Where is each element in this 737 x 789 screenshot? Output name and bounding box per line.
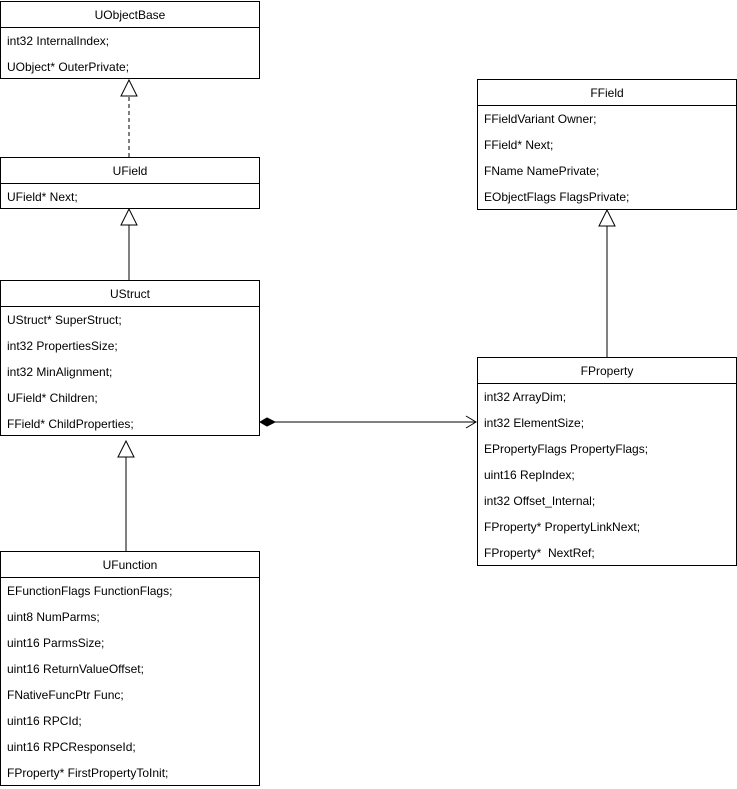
class-name: UObjectBase (1, 2, 259, 28)
class-fproperty[interactable]: FProperty int32 ArrayDim; int32 ElementS… (477, 357, 737, 566)
inheritance-arrowhead-icon (120, 207, 138, 226)
class-field: uint16 RPCId; (7, 714, 82, 728)
class-field: int32 Offset_Internal; (484, 494, 596, 508)
inheritance-arrowhead-icon (598, 208, 616, 227)
composition-diamond-icon (258, 417, 277, 427)
field-list: EFunctionFlags FunctionFlags; uint8 NumP… (1, 578, 259, 786)
class-name: FProperty (478, 358, 736, 384)
class-field: EObjectFlags FlagsPrivate; (484, 190, 630, 204)
class-field: FField* ChildProperties; (7, 417, 134, 431)
field-list: UField* Next; (1, 184, 259, 210)
field-list: int32 InternalIndex; UObject* OuterPriva… (1, 28, 259, 80)
class-field: uint8 NumParms; (7, 610, 100, 624)
class-field: int32 MinAlignment; (7, 365, 113, 379)
class-field: FProperty* FirstPropertyToInit; (7, 766, 169, 780)
open-arrowhead-icon (465, 415, 477, 429)
class-field: EFunctionFlags FunctionFlags; (7, 584, 173, 598)
class-field: FNativeFuncPtr Func; (7, 688, 124, 702)
inheritance-arrowhead-icon (117, 439, 135, 458)
class-field: EPropertyFlags PropertyFlags; (484, 442, 649, 456)
class-field: uint16 ParmsSize; (7, 636, 105, 650)
class-field: FFieldVariant Owner; (484, 112, 597, 126)
class-field: int32 InternalIndex; (7, 34, 110, 48)
class-name: FField (478, 80, 736, 106)
realization-arrowhead-icon (120, 78, 138, 97)
class-field: uint16 RepIndex; (484, 468, 575, 482)
class-field: FName NamePrivate; (484, 164, 600, 178)
class-field: FField* Next; (484, 138, 554, 152)
field-list: FFieldVariant Owner; FField* Next; FName… (478, 106, 736, 210)
class-name: UField (1, 158, 259, 184)
class-field: uint16 RPCResponseId; (7, 740, 136, 754)
class-field: UStruct* SuperStruct; (7, 313, 122, 327)
class-name: UStruct (1, 281, 259, 307)
field-list: int32 ArrayDim; int32 ElementSize; EProp… (478, 384, 736, 566)
class-uobjectbase[interactable]: UObjectBase int32 InternalIndex; UObject… (0, 1, 260, 79)
class-ffield[interactable]: FField FFieldVariant Owner; FField* Next… (477, 79, 737, 210)
class-field: int32 ArrayDim; (484, 390, 567, 404)
field-list: UStruct* SuperStruct; int32 PropertiesSi… (1, 307, 259, 437)
class-ufield[interactable]: UField UField* Next; (0, 157, 260, 209)
class-field: FProperty* NextRef; (484, 546, 595, 560)
class-field: UField* Next; (7, 190, 78, 204)
class-field: uint16 ReturnValueOffset; (7, 662, 144, 676)
class-field: UField* Children; (7, 391, 98, 405)
class-field: int32 PropertiesSize; (7, 339, 118, 353)
class-field: UObject* OuterPrivate; (7, 60, 130, 74)
class-field: FProperty* PropertyLinkNext; (484, 520, 641, 534)
class-ufunction[interactable]: UFunction EFunctionFlags FunctionFlags; … (0, 551, 260, 786)
class-field: int32 ElementSize; (484, 416, 585, 430)
class-name: UFunction (1, 552, 259, 578)
class-ustruct[interactable]: UStruct UStruct* SuperStruct; int32 Prop… (0, 280, 260, 436)
